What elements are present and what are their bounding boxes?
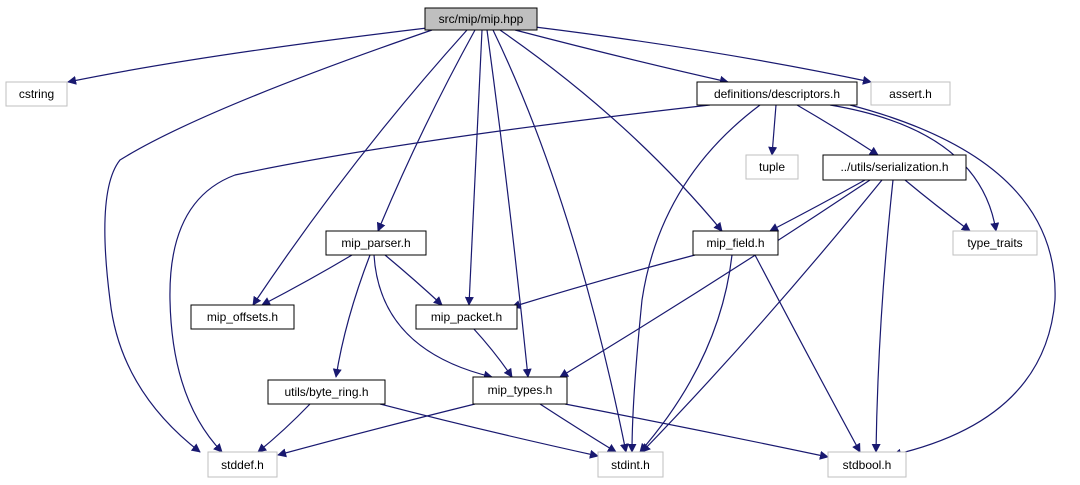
node-utils-serialization-h[interactable]: ../utils/serialization.h <box>822 154 967 181</box>
edge-mip-hpp-to-mip-types <box>486 29 532 378</box>
edge-mip-hpp-to-descriptors <box>514 29 729 85</box>
svg-text:stddef.h: stddef.h <box>221 458 264 472</box>
edge-mip-parser-to-mip-types <box>373 254 493 380</box>
node-mip-field-h[interactable]: mip_field.h <box>692 230 779 256</box>
svg-text:tuple: tuple <box>759 160 785 174</box>
node-mip-packet-h[interactable]: mip_packet.h <box>415 304 518 330</box>
node-tuple[interactable]: tuple <box>745 154 799 180</box>
edge-mip-hpp-to-mip-field <box>499 29 723 232</box>
edge-serialization-to-mip-field <box>769 179 866 232</box>
edge-mip-hpp-to-mip-offsets <box>252 29 468 306</box>
edge-mip-types-to-stddef <box>277 403 476 458</box>
node-stdint-h[interactable]: stdint.h <box>597 451 664 478</box>
edge-descriptors-to-stdbool <box>849 104 1056 458</box>
edge-mip-hpp-to-assert <box>534 26 872 85</box>
edge-byte-ring-to-stddef <box>257 403 311 453</box>
svg-text:type_traits: type_traits <box>967 236 1022 250</box>
node-utils-byte-ring-h[interactable]: utils/byte_ring.h <box>267 379 386 405</box>
edge-mip-types-to-stdint <box>539 403 617 453</box>
svg-text:stdbool.h: stdbool.h <box>843 458 892 472</box>
edge-mip-hpp-to-stdint <box>492 29 629 453</box>
node-mip-parser-h[interactable]: mip_parser.h <box>325 230 427 256</box>
svg-text:mip_types.h: mip_types.h <box>488 383 553 397</box>
node-mip-types-h[interactable]: mip_types.h <box>472 376 568 405</box>
edge-mip-parser-to-mip-offsets <box>261 254 353 306</box>
edge-descriptors-to-stdint <box>627 104 761 453</box>
edge-mip-hpp-to-cstring <box>67 27 428 85</box>
svg-text:src/mip/mip.hpp: src/mip/mip.hpp <box>439 12 524 26</box>
edge-serialization-to-stdint <box>641 179 883 453</box>
node-definitions-descriptors-h[interactable]: definitions/descriptors.h <box>696 81 858 106</box>
svg-text:utils/byte_ring.h: utils/byte_ring.h <box>284 385 368 399</box>
node-type-traits[interactable]: type_traits <box>952 230 1038 256</box>
edge-descriptors-to-type-traits <box>829 104 1000 232</box>
edge-mip-hpp-to-mip-parser <box>376 29 476 232</box>
dependency-edges <box>67 26 1056 460</box>
svg-text:assert.h: assert.h <box>889 87 932 101</box>
edge-mip-field-to-mip-packet <box>511 254 696 309</box>
edge-serialization-to-mip-types <box>559 179 871 378</box>
edge-serialization-to-stdbool <box>871 179 894 453</box>
edge-serialization-to-type-traits <box>904 179 971 232</box>
node-stddef-h[interactable]: stddef.h <box>207 451 278 478</box>
svg-text:definitions/descriptors.h: definitions/descriptors.h <box>714 87 840 101</box>
svg-text:cstring: cstring <box>19 87 54 101</box>
edge-descriptors-to-stddef <box>169 104 711 453</box>
svg-text:mip_field.h: mip_field.h <box>706 236 764 250</box>
node-mip-offsets-h[interactable]: mip_offsets.h <box>190 304 295 330</box>
svg-text:mip_packet.h: mip_packet.h <box>431 310 502 324</box>
edge-descriptors-to-tuple <box>768 104 778 156</box>
dependency-nodes: src/mip/mip.hpp cstring definitions/desc… <box>5 7 1038 478</box>
edge-byte-ring-to-stdint <box>379 403 599 459</box>
node-assert-h[interactable]: assert.h <box>870 81 951 106</box>
svg-text:../utils/serialization.h: ../utils/serialization.h <box>840 160 948 174</box>
edge-mip-field-to-stdint <box>639 254 733 453</box>
svg-text:mip_parser.h: mip_parser.h <box>341 236 410 250</box>
edge-mip-field-to-stdbool <box>754 254 861 453</box>
edge-mip-types-to-stdbool <box>564 403 829 460</box>
svg-text:mip_offsets.h: mip_offsets.h <box>207 310 278 324</box>
edge-mip-hpp-to-mip-packet <box>464 29 483 306</box>
node-src-mip-mip-hpp[interactable]: src/mip/mip.hpp <box>424 7 538 31</box>
edge-mip-packet-to-mip-types <box>472 327 513 378</box>
node-cstring[interactable]: cstring <box>5 81 68 107</box>
edge-mip-hpp-to-stddef <box>104 29 433 453</box>
edge-descriptors-to-serialization <box>796 104 879 156</box>
node-stdbool-h[interactable]: stdbool.h <box>827 451 907 478</box>
svg-text:stdint.h: stdint.h <box>611 458 650 472</box>
edge-mip-parser-to-mip-packet <box>384 254 443 306</box>
edge-mip-parser-to-byte-ring <box>332 254 371 378</box>
